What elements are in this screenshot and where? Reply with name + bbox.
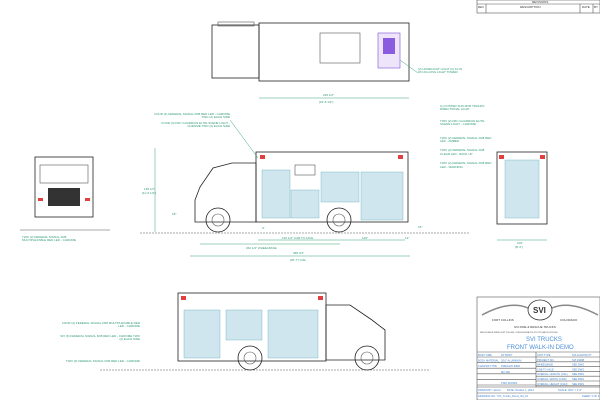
rear-callout: TWO (2) FEDERAL SIGNAL FR8 CLEAR LED - B… — [440, 148, 485, 156]
revision-block: REVISIONS REV DESCRIPTION DATE BY — [476, 0, 600, 14]
height-dim: 138 1/2" — [144, 187, 155, 191]
title-field-value: FREIGHTLINER — [501, 364, 520, 368]
curb-callout: TWO (2) FEDERAL SIGNAL FR8 RED LED - CHR… — [65, 358, 140, 363]
title-field-value: SEE DWG — [572, 367, 584, 371]
curbside-view: FOUR (4) FEDERAL SIGNAL FR8 MULTIPLEXABL… — [60, 292, 430, 371]
front-view: TWO (2) FEDERAL SIGNAL FR8 MULTIPLEXABLE… — [20, 156, 110, 243]
drawing-title: FRONT WALK-IN DEMO — [507, 345, 574, 351]
title-field-value: SEE DWG — [572, 377, 584, 381]
overall-length-dim: 368 3/4" — [293, 251, 304, 255]
bumper-dim: 3" — [262, 226, 265, 230]
title-field-value: 3/16" ALUMINUM — [501, 359, 521, 363]
title-field-label: CHASSIS TYPE — [478, 364, 497, 368]
date-col: DATE — [582, 5, 590, 9]
title-field-label: WHEELBASE — [537, 363, 553, 367]
title-field-label: PROJECT NO. — [537, 358, 555, 362]
company-name: SVI FIRE & RESCUE TRUCKS — [514, 325, 556, 329]
front-callout: TWO (2) FEDERAL SIGNAL FR8 MULTIPLEXABLE… — [22, 236, 76, 243]
side-view: FOUR (4) FEDERAL SIGNAL FR8 RED LED - CH… — [140, 113, 470, 262]
drawing-number: DRAWING NO.: SVI_Trucks_Demo_Rd_01 — [478, 394, 529, 398]
title-field-value: SEE DWG — [572, 363, 584, 367]
title-field-label: OVERALL LENGTH (OAL) — [537, 372, 568, 376]
cab-to-axle-dim: 136 1/2" CAB TO AXLE — [282, 236, 313, 240]
ground-clearance-dim: 18" — [418, 225, 422, 229]
overall-length-ft: [30'-7"] OAL — [290, 258, 306, 262]
title-field-value: SVI-LIGHTDUTY — [572, 353, 592, 357]
logo-right-text: COLORADO — [560, 318, 578, 322]
title-field-value: M2-106 — [501, 370, 510, 374]
title-field-value: SEE DWG — [572, 382, 584, 386]
side-callout: FOUR (4) FEDERAL SIGNAL FR8 RED LED - CH… — [154, 113, 230, 120]
title-field-label: CAB TO AXLE — [537, 367, 554, 371]
desc-col: DESCRIPTION — [520, 5, 541, 9]
rear-callout: (1) FOSTER SUN MO8 TRAFFIC DIRECTIONAL L… — [440, 105, 485, 112]
revision-title: REVISIONS — [532, 0, 548, 4]
wheelbase-dim: 262 1/4" WHEELBASE — [246, 246, 277, 250]
title-field-label: OVERALL WIDTH (OAW) — [537, 377, 567, 381]
drawing-name: SVI TRUCKS — [526, 337, 562, 343]
title-field-value: 20' BODY — [501, 353, 513, 357]
height-ft: [11'-6 1/2"] — [142, 191, 156, 195]
title-field-label: BODY SIZE — [478, 353, 492, 357]
logo-left-text: FORT COLLINS — [492, 318, 514, 322]
drawn-by: DRAWN BY: Jarrod — [478, 388, 501, 392]
rear-step-dim: 13" — [405, 236, 409, 240]
light-tower-note: (2) HOSELIGHT LIGHT (2) 12-IN ON 20-LONG… — [418, 68, 463, 75]
sheet-number: SHEET 1 OF 3 — [582, 394, 600, 398]
curb-callout: FOUR (4) FEDERAL SIGNAL FR8 MULTIPLEXABL… — [62, 322, 140, 329]
width-ft: [8'-4"] — [515, 245, 523, 249]
rear-overhang-dim: 100" — [362, 236, 368, 240]
curb-callout: SIX (6) FEDERAL SIGNAL FR8 RED LED - CHR… — [60, 333, 140, 342]
title-block: SVI FORT COLLINS COLORADO SVI FIRE & RES… — [476, 296, 600, 400]
width-dim: 100" — [517, 241, 523, 245]
top-view: 236 1/2" [19'-8 1/2"] (2) HOSELIGHT LIGH… — [211, 21, 463, 104]
rear-callout: TWO (2) FRC GUARDIAN ELITE SCENE LIGHT -… — [440, 118, 485, 127]
svi-logo: SVI — [533, 306, 546, 315]
title-field-label: BODY MATERIAL — [478, 359, 499, 363]
title-field-value: SVI #1098 — [572, 358, 585, 362]
drawing-date: DATE: October 1, 2014 — [507, 388, 534, 392]
approach-angle: 18° — [172, 212, 177, 216]
rear-callout: TWO (2) FEDERAL SIGNAL FR8 RED LED - WAR… — [440, 161, 492, 169]
side-callout: FOUR (4) FRC GUARDIAN ELITE SCENE LIGHT … — [161, 120, 230, 129]
title-field-label: OVERALL HEIGHT (OAH) — [537, 382, 568, 386]
rear-callout: TWO (2) FEDERAL SIGNAL FR8 RED LED - AMB… — [440, 135, 492, 144]
top-length-ft: [19'-8 1/2"] — [319, 100, 333, 104]
title-field-label: UNIT TYPE — [537, 353, 551, 357]
title-field-value: TWO DOORS — [501, 381, 518, 385]
rear-view: 100" [8'-4"] (1) FOSTER SUN MO8 TRAFFIC … — [440, 105, 548, 249]
title-field-value: SEE DWG — [572, 372, 584, 376]
company-address: 3801 ROUNDUP DRIVE, FORT COLLINS, CO 805… — [480, 331, 557, 334]
rev-col: REV — [478, 5, 484, 9]
top-length-dim: 236 1/2" — [323, 93, 334, 97]
by-col: BY — [594, 5, 598, 9]
drawing-scale: SCALE: 3/16" = 1'-0" — [558, 388, 582, 392]
